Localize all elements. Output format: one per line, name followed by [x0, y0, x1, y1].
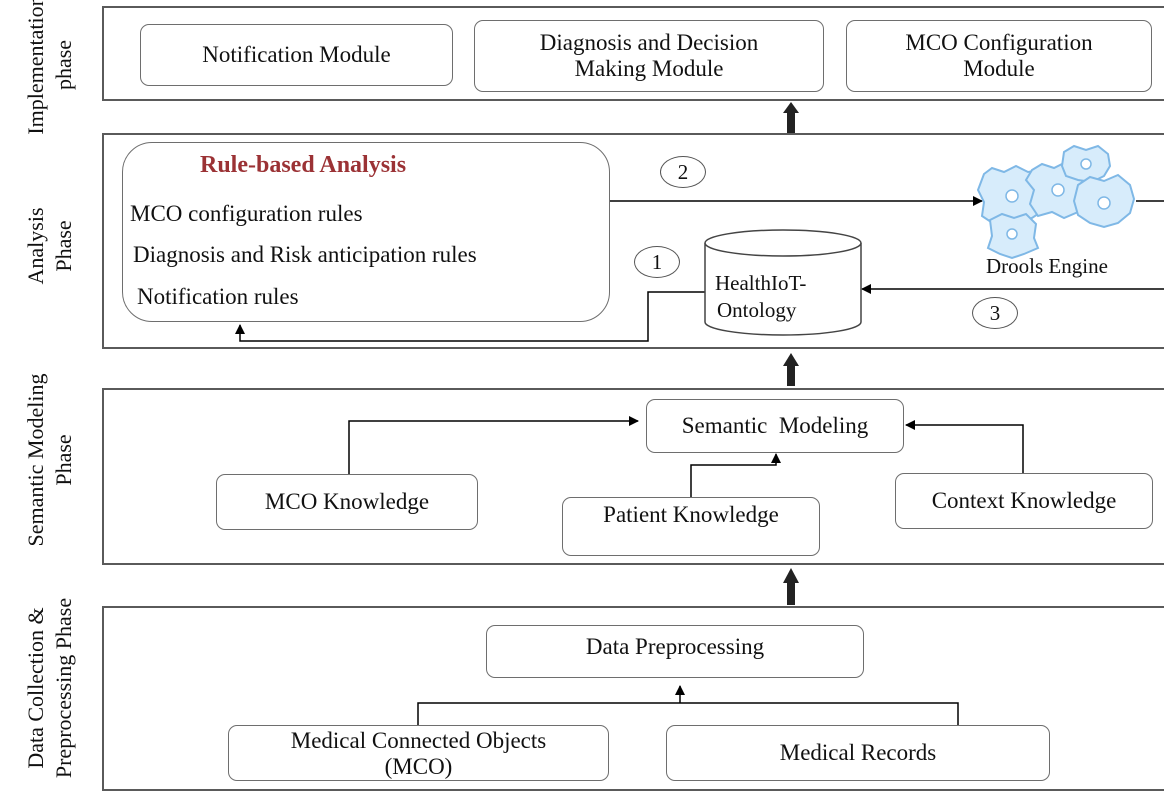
phase-up-arrow	[783, 568, 799, 605]
step-2-badge: 2	[660, 156, 706, 188]
arrow-patient-knowledge-to-semantic	[690, 453, 781, 497]
mco-configuration-module: MCO Configuration Module	[846, 20, 1152, 92]
context-knowledge-box: Context Knowledge	[895, 473, 1153, 529]
patient-knowledge-box: Patient Knowledge	[562, 497, 820, 556]
arrow-ontology-to-rules	[235, 291, 706, 342]
data-preprocessing-label: Data Preprocessing	[585, 634, 765, 659]
patient-knowledge-label: Patient Knowledge	[603, 502, 779, 527]
arrow-context-knowledge-to-semantic	[905, 420, 1024, 473]
semantic-modeling-label: Semantic Modeling	[681, 412, 869, 438]
diagnosis-module-label-line1: Diagnosis and Decision	[539, 29, 759, 55]
diagnosis-module: Diagnosis and Decision Making Module	[474, 20, 824, 92]
step-1-label: 1	[651, 249, 663, 274]
step-2-label: 2	[677, 159, 689, 184]
medical-records-label: Medical Records	[779, 739, 937, 765]
rule-mco-configuration: MCO configuration rules	[130, 201, 363, 226]
step-1-badge: 1	[634, 246, 680, 278]
diagnosis-module-label-line2: Making Module	[574, 56, 724, 81]
ontology-cylinder	[704, 229, 862, 336]
ontology-label-line1: HealthIoT-	[715, 271, 807, 295]
ontology-label: HealthIoT- Ontology	[705, 270, 861, 325]
notification-module: Notification Module	[140, 24, 453, 86]
data-preprocessing-box: Data Preprocessing	[486, 625, 864, 678]
medical-connected-objects-box: Medical Connected Objects (MCO)	[228, 725, 609, 781]
mco-knowledge-box: MCO Knowledge	[216, 474, 478, 530]
semantic-modeling-box: Semantic Modeling	[646, 399, 904, 453]
mco-config-module-label-line1: MCO Configuration	[905, 29, 1093, 55]
arrow-mco-knowledge-to-semantic	[348, 416, 639, 474]
mco-config-module-label-line2: Module	[963, 56, 1035, 81]
mco-knowledge-label: MCO Knowledge	[264, 488, 430, 514]
step-3-label: 3	[989, 300, 1001, 325]
medical-records-box: Medical Records	[666, 725, 1050, 781]
rule-based-analysis-title: Rule-based Analysis	[200, 152, 407, 178]
phase-up-arrow	[783, 102, 799, 133]
mco-label-line1: Medical Connected Objects	[290, 728, 547, 753]
drools-engine-label: Drools Engine	[986, 254, 1108, 278]
ontology-label-line2: Ontology	[717, 298, 797, 323]
rule-based-analysis-box	[122, 142, 610, 322]
rule-notification: Notification rules	[137, 284, 299, 309]
context-knowledge-label: Context Knowledge	[931, 487, 1117, 513]
arrow-sources-to-preprocessing	[417, 702, 959, 725]
phase-up-arrow	[783, 353, 799, 386]
mco-label-line2: (MCO)	[384, 754, 453, 780]
step-3-badge: 3	[972, 297, 1018, 329]
gears-icon	[976, 144, 1136, 260]
rule-diagnosis-risk: Diagnosis and Risk anticipation rules	[133, 242, 477, 267]
notification-module-label: Notification Module	[202, 41, 391, 67]
